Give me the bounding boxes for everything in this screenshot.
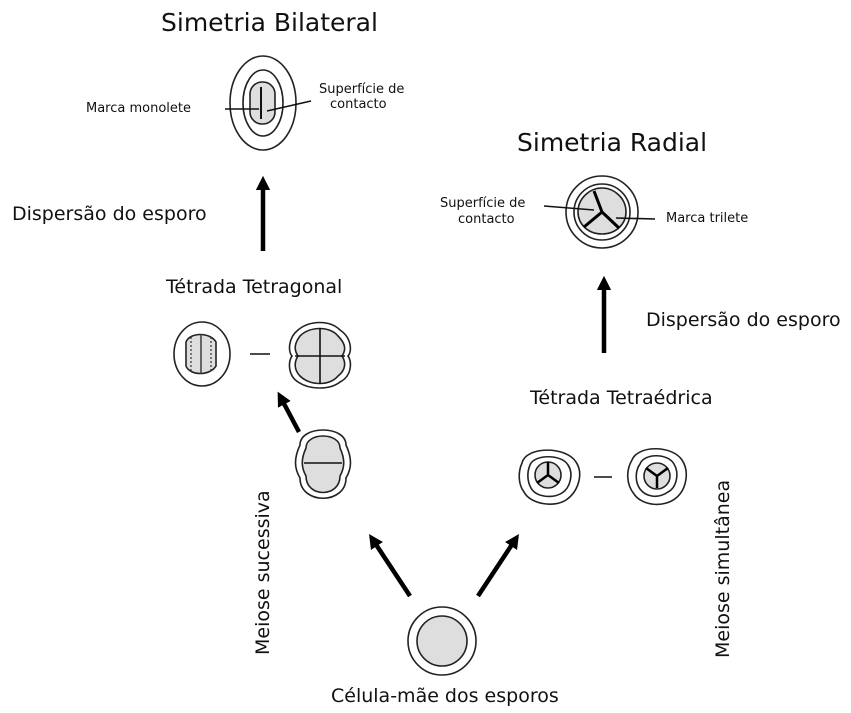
monolete-spore-icon	[225, 55, 312, 151]
label-dispersao-right: Dispersão do esporo	[646, 309, 841, 331]
leader-superficie-contacto-2	[543, 205, 595, 211]
label-tetrada-tetraedrica: Tétrada Tetraédrica	[530, 387, 713, 409]
label-meiose-sucessiva: Meiose sucessiva	[252, 490, 274, 655]
leader-marca-trilete	[615, 217, 656, 220]
leader-superficie-contacto-1	[266, 100, 312, 112]
title-bilateral: Simetria Bilateral	[161, 8, 378, 37]
label-marca-monolete: Marca monolete	[86, 101, 192, 116]
label-dispersao-left: Dispersão do esporo	[12, 203, 207, 225]
label-meiose-simultanea: Meiose simultânea	[712, 479, 734, 658]
arrow-meiose-simultanea	[476, 533, 519, 598]
label-superficie-contacto-2-line1: Superfície de	[440, 196, 526, 211]
tetragonal-tetrad-oval-icon	[173, 321, 231, 387]
title-radial: Simetria Radial	[517, 128, 708, 157]
label-marca-trilete: Marca trilete	[666, 211, 749, 226]
dyad-icon	[294, 429, 352, 500]
arrow-to-tetragonal	[277, 391, 301, 434]
tetragonal-tetrad-clover-icon	[288, 321, 352, 389]
label-superficie-contacto-1-line1: Superfície de	[319, 82, 405, 97]
tetrahedral-tetrad-2-icon	[626, 448, 688, 506]
arrow-meiose-sucessiva	[369, 533, 412, 598]
mother-cell-icon	[407, 606, 477, 676]
label-celula-mae: Célula-mãe dos esporos	[331, 685, 559, 707]
trilete-spore-icon	[543, 175, 656, 249]
label-tetrada-tetragonal: Tétrada Tetragonal	[166, 276, 343, 298]
label-superficie-contacto-2-line2: contacto	[458, 212, 515, 227]
tetrahedral-tetrad-1-icon	[518, 449, 581, 505]
label-superficie-contacto-1-line2: contacto	[330, 97, 387, 112]
